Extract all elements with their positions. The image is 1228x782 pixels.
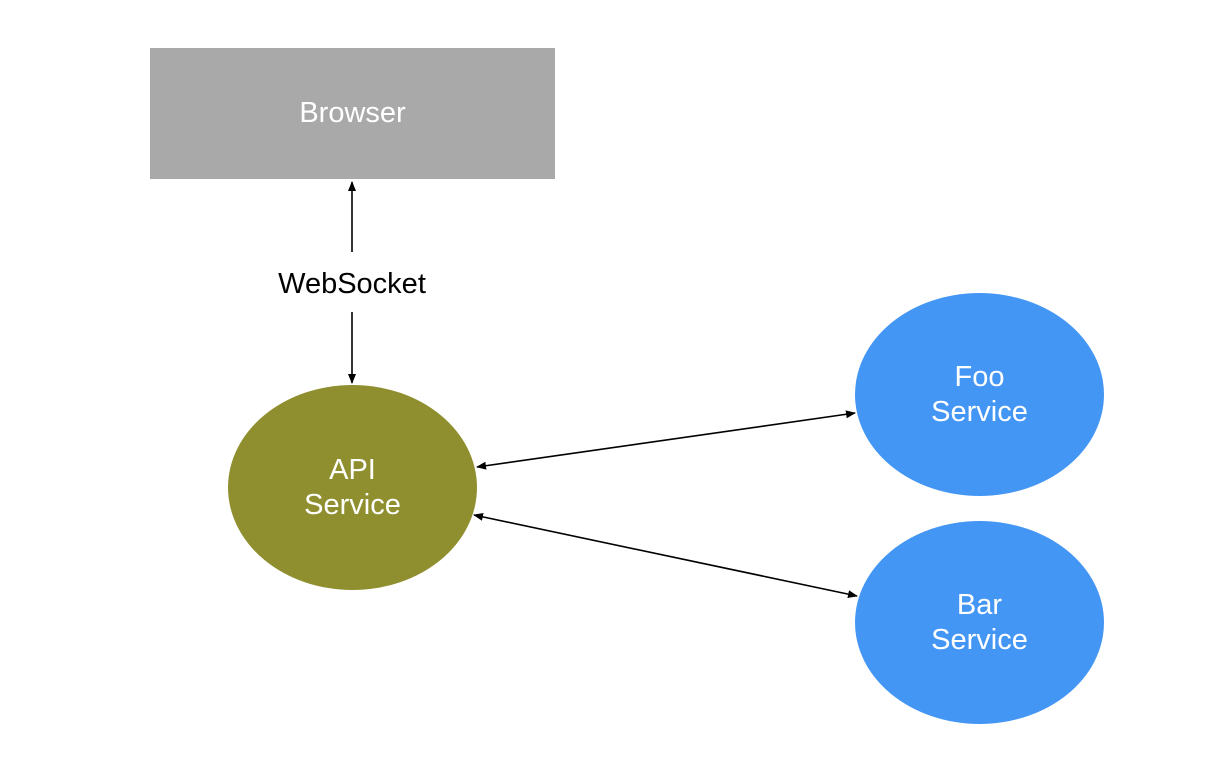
bar-service-node: Bar Service — [855, 521, 1104, 724]
browser-node: Browser — [150, 48, 555, 179]
api-label-line2: Service — [304, 488, 401, 521]
foo-service-node: Foo Service — [855, 293, 1104, 496]
api-service-node: API Service — [228, 385, 477, 590]
bar-label-line1: Bar — [956, 588, 1003, 621]
websocket-label: WebSocket — [252, 266, 452, 302]
api-bar-arrow — [473, 512, 858, 599]
foo-label-line1: Foo — [954, 360, 1005, 393]
browser-label: Browser — [299, 97, 406, 129]
api-label-line1: API — [329, 453, 376, 486]
bar-label-line2: Service — [931, 623, 1028, 656]
foo-label-line2: Service — [931, 395, 1028, 428]
api-foo-arrow — [476, 410, 856, 470]
